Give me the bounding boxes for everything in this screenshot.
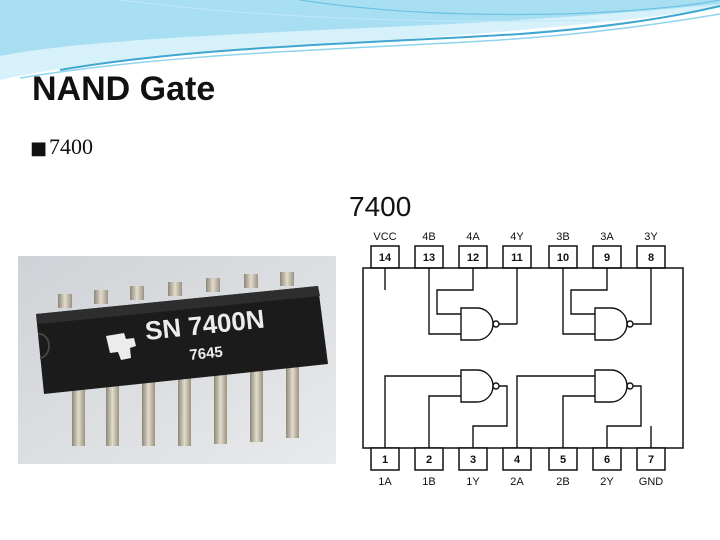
header-swoosh-decoration <box>0 0 720 80</box>
pinout-heading: 7400 <box>349 191 411 222</box>
pin-number-9: 9 <box>604 252 610 264</box>
gate-wiring <box>384 268 652 448</box>
pin-label-1a: 1A <box>378 476 392 488</box>
pin-label-3y: 3Y <box>644 231 658 243</box>
pin-number-7: 7 <box>648 454 654 466</box>
pin-label-2b: 2B <box>556 476 569 488</box>
pin-number-3: 3 <box>470 454 476 466</box>
pin-number-8: 8 <box>648 252 654 264</box>
pin-number-1: 1 <box>382 454 388 466</box>
pinout-diagram: 7400 VCC 4B 4A 4Y 3B 3A 3Y 14 13 12 11 1… <box>349 191 684 488</box>
pin-number-2: 2 <box>426 454 432 466</box>
chip-date-code: 7645 <box>189 344 224 364</box>
pin-label-2a: 2A <box>510 476 524 488</box>
pin-label-4b: 4B <box>422 231 435 243</box>
pin-label-4y: 4Y <box>510 231 524 243</box>
pin-number-5: 5 <box>560 454 566 466</box>
slide-title: NAND Gate <box>32 70 216 108</box>
pin-number-4: 4 <box>514 454 521 466</box>
pin-label-3a: 3A <box>600 231 614 243</box>
pin-number-10: 10 <box>557 252 569 264</box>
pin-number-12: 12 <box>467 252 479 264</box>
chip-outline <box>362 267 684 449</box>
pin-number-13: 13 <box>423 252 435 264</box>
chip-top-pins <box>58 272 294 308</box>
pin-label-2y: 2Y <box>600 476 614 488</box>
texas-instruments-logo-icon <box>106 333 136 360</box>
chip-bottom-pins <box>72 366 299 446</box>
chip-photo: SN 7400N 7645 <box>18 256 336 464</box>
pin-number-14: 14 <box>379 252 392 264</box>
pin-label-1b: 1B <box>422 476 435 488</box>
pin-label-gnd: GND <box>639 476 664 488</box>
pin-label-3b: 3B <box>556 231 569 243</box>
pin-label-4a: 4A <box>466 231 480 243</box>
pin-label-vcc: VCC <box>373 231 396 243</box>
bullet-text: 7400 <box>49 134 94 159</box>
pin-label-1y: 1Y <box>466 476 480 488</box>
pin-number-11: 11 <box>511 252 523 264</box>
pin-number-6: 6 <box>604 454 610 466</box>
bullet-item: ■7400 <box>30 134 93 160</box>
bullet-marker-icon: ■ <box>30 138 48 159</box>
